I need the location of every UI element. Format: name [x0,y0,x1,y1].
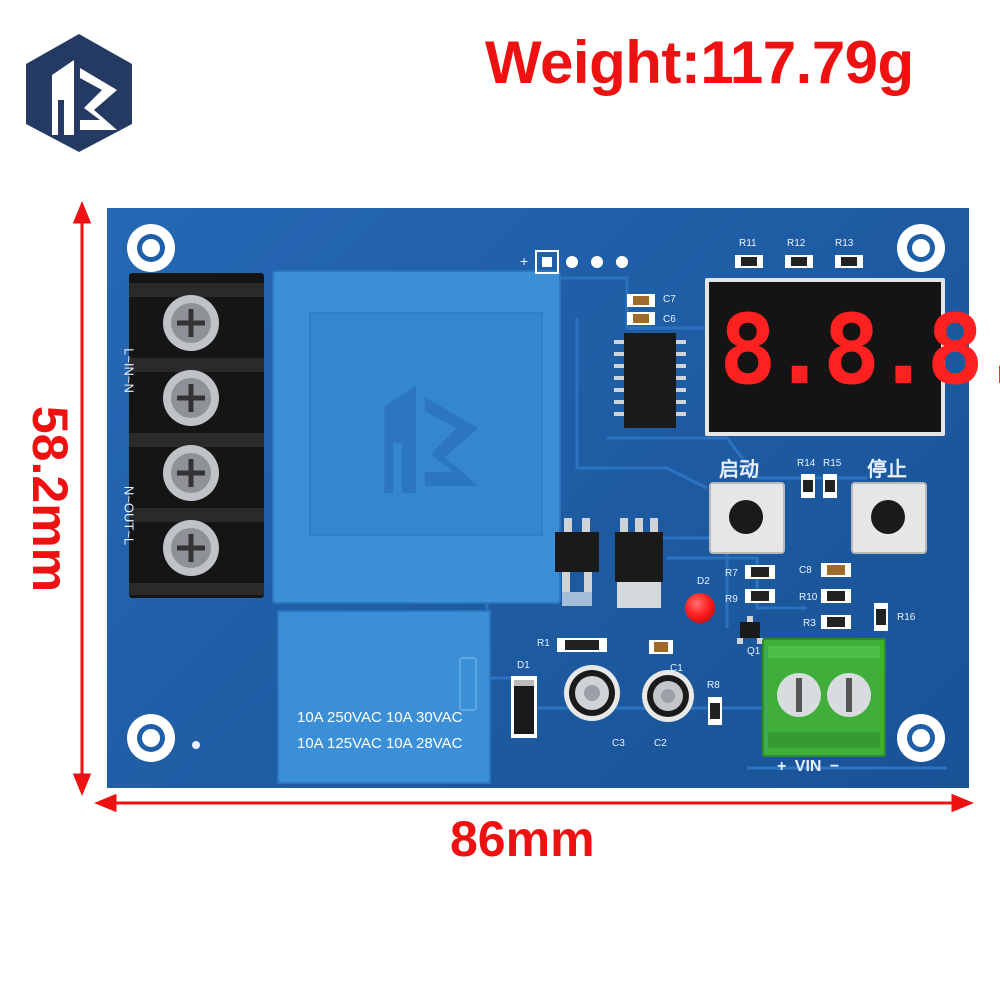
r8-label: R8 [707,680,720,691]
display-digits: 8.8.8. [719,294,1000,406]
c7-label: C7 [663,294,676,305]
header-plus-label: + [520,253,529,269]
r11-label: R11 [739,238,757,249]
mounting-holes [127,224,945,762]
r15-label: R15 [823,458,842,469]
diode-d1 [509,674,539,740]
stop-button-label: 停止 [867,459,907,481]
width-dimension-label: 86mm [450,811,595,867]
height-dimension-label: 58.2mm [22,405,78,593]
q1-label: Q1 [747,646,761,657]
r13-label: R13 [835,238,854,249]
smd-r8 [707,696,723,726]
r9-label: R9 [725,594,738,605]
red-led [685,593,715,623]
smd-r16 [873,602,889,632]
hs-logo [22,30,137,155]
start-button[interactable] [709,482,785,554]
small-dot [192,741,200,749]
vin-label: + VIN − [777,758,840,775]
r12-label: R12 [787,238,806,249]
c8-label: C8 [799,565,812,576]
d1-label: D1 [517,660,530,671]
relay-rating-line-1: 10A 250VAC 10A 30VAC [297,709,463,726]
seven-segment-display: 8.8.8. [705,278,1000,436]
watermark-logo-icon [384,385,478,494]
r3-label: R3 [803,618,816,629]
weight-title: Weight:117.79g [485,29,914,96]
capacitor-c3 [562,663,622,723]
smd-c1 [647,638,675,656]
r7-label: R7 [725,568,738,579]
pcb-board: L~IN~N N~OUT~L 10A 250VAC 10A 30VAC 10A … [107,208,1000,788]
r14-label: R14 [797,458,816,469]
regulator-2 [612,518,667,613]
transformer [272,270,561,604]
start-button-label: 启动 [719,459,759,481]
regulator-1 [552,518,602,613]
r10-label: R10 [799,592,818,603]
smd-caps-c6-c7 [625,292,657,328]
input-terminal-label: L~IN~N [121,348,137,393]
c3-label: C3 [612,738,625,749]
smd-r7-r9 [743,563,777,607]
r16-label: R16 [897,612,916,623]
ic-chip [612,328,687,433]
stop-button[interactable] [851,482,927,554]
vin-terminal-block [762,638,886,757]
smd-r14-r15 [799,472,843,500]
capacitor-c2 [640,668,696,724]
output-terminal-label: N~OUT~L [121,485,137,546]
r1-label: R1 [537,638,550,649]
relay-rating-line-2: 10A 125VAC 10A 28VAC [297,735,463,752]
c2-label: C2 [654,738,667,749]
relay: 10A 250VAC 10A 30VAC 10A 125VAC 10A 28VA… [277,610,491,784]
c6-label: C6 [663,314,676,325]
smd-r1 [555,636,611,654]
c1-label: C1 [670,663,683,674]
d2-label: D2 [697,576,710,587]
smd-c8-r10-r3 [819,561,853,633]
transistor-q1 [735,616,765,646]
pin-header [535,250,635,274]
screw-terminal-block [129,273,264,598]
smd-resistors-top [732,253,872,271]
